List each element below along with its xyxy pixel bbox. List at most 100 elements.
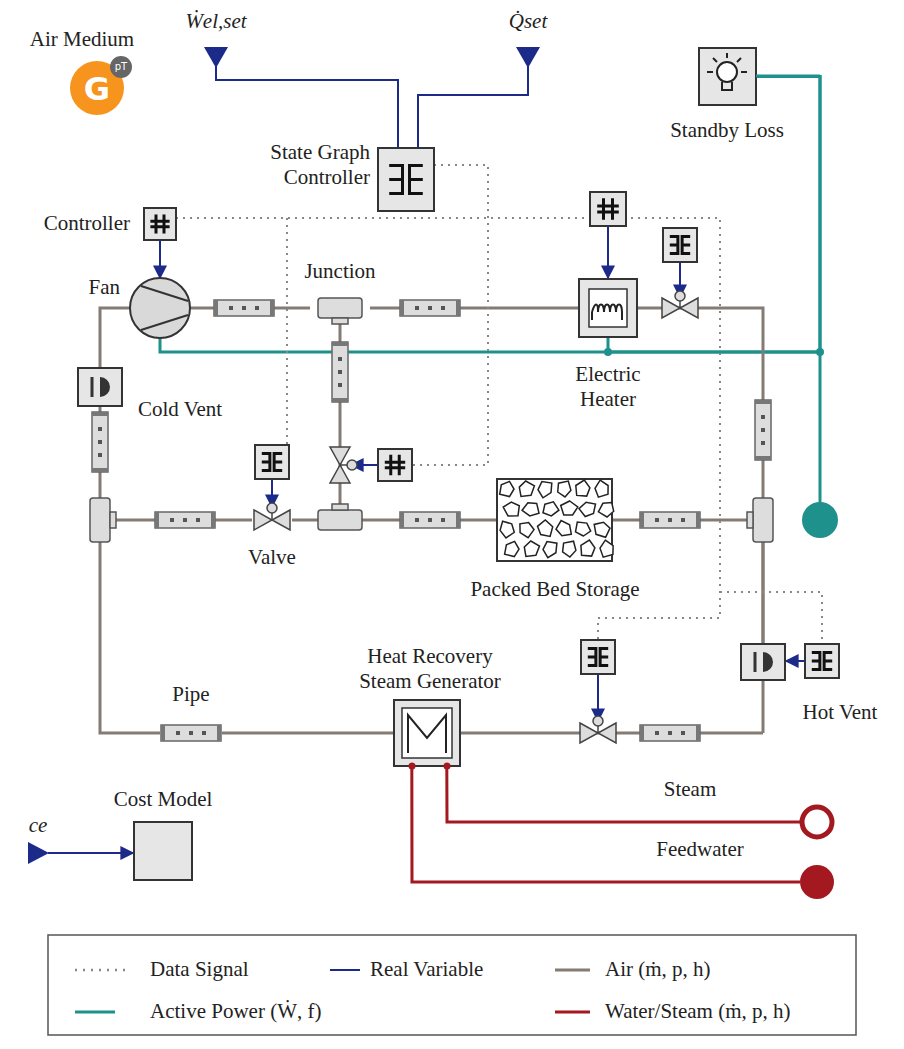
controller-block (378, 148, 434, 211)
signal-label: pT (115, 62, 127, 72)
component-label: Pipe (172, 682, 209, 707)
pebble-fill (563, 541, 576, 557)
flow-connector (447, 766, 800, 822)
pipe-segment (155, 512, 215, 528)
legend-text: Water/Steam (ṁ, p, h) (605, 999, 791, 1024)
pipe-segment (98, 453, 102, 457)
component-label: Valve (248, 545, 296, 570)
tee-junction (110, 512, 116, 528)
pipe-segment (681, 518, 685, 522)
pipe-segment (696, 725, 700, 741)
flow-connector (159, 240, 161, 278)
input-triangle (204, 47, 228, 68)
pipe-segment (696, 512, 700, 528)
pebble-fill (500, 480, 614, 558)
tee-junction (747, 498, 773, 542)
pipe-segment (92, 412, 108, 472)
legend-sample (555, 969, 590, 972)
valve-symbol (330, 447, 357, 483)
heater-symbol (579, 279, 637, 337)
component-node: Standby Loss (699, 48, 756, 105)
component-label: Steam (664, 777, 717, 802)
pipe-segment (441, 518, 445, 522)
pipe-segment (214, 300, 274, 316)
air-line (100, 308, 763, 733)
pipe-segment (92, 412, 108, 416)
legend-sample (75, 969, 125, 972)
pipe-segment (92, 412, 108, 472)
pipe-segment (755, 400, 771, 460)
pipe-segment (214, 300, 274, 316)
signal-label: ce (29, 813, 48, 838)
pebble-fill (505, 541, 519, 556)
pipe-segment (668, 518, 672, 522)
controller-block (150, 214, 169, 233)
pipe-segment (761, 428, 765, 432)
pebble-fill (519, 481, 534, 497)
legend-text: Real Variable (370, 957, 483, 982)
medium-badge (110, 56, 132, 78)
pipe-segment (161, 725, 165, 741)
vent-symbol (763, 652, 773, 672)
pipe-segment (640, 725, 700, 741)
data-line (720, 592, 822, 644)
feedwater-port (800, 865, 834, 899)
pipe-segment (92, 468, 108, 472)
valve-symbol (662, 291, 698, 318)
pipe-segment (655, 731, 659, 735)
controller-block (144, 208, 176, 240)
data-line (286, 218, 288, 445)
pipe-segment (456, 512, 460, 528)
bulb-symbol (707, 53, 747, 90)
pipe-segment (640, 512, 700, 528)
pipe-segment (400, 300, 460, 316)
component-label: Packed Bed Storage (470, 577, 639, 602)
pebble-fill (538, 482, 552, 498)
controller-block (389, 166, 423, 194)
controller-block (581, 640, 615, 674)
valve-symbol (254, 503, 290, 530)
bulb-symbol (717, 62, 737, 82)
signal-label: G (84, 73, 110, 105)
controller-block (663, 228, 697, 262)
tee-junction (318, 298, 362, 324)
hrsg-symbol (402, 708, 452, 758)
pebble-fill (524, 541, 539, 556)
pipe-segment (400, 300, 404, 316)
pebble-fill (522, 503, 539, 516)
pipe-segment (211, 512, 215, 528)
input-triangle (28, 842, 49, 864)
component-label: Cold Vent (138, 397, 222, 422)
pipe-segment (176, 731, 180, 735)
valve-symbol (347, 460, 357, 470)
legend-sample (75, 1011, 115, 1014)
controller-block (812, 653, 832, 670)
component-label: Standby Loss (670, 118, 784, 143)
fan-symbol (130, 278, 190, 338)
component-label: Controller (44, 211, 130, 236)
controller-block (670, 237, 690, 254)
pipe-segment (161, 725, 221, 741)
pebble-fill (576, 522, 591, 536)
pipe-segment (338, 357, 342, 361)
pebble-fill (595, 480, 608, 497)
valve-symbol (593, 716, 603, 726)
tee-junction (90, 498, 116, 542)
controller-block (588, 649, 608, 666)
signal-label: Ẇel,set (185, 9, 246, 34)
pipe-segment (270, 300, 274, 316)
pipe-segment (428, 518, 432, 522)
component-label: State Graph Controller (240, 140, 370, 190)
controller-block (255, 445, 289, 479)
flow-connector (100, 308, 130, 368)
pipe-segment (155, 512, 215, 528)
pebble-fill (556, 521, 571, 536)
storage-symbol (497, 479, 612, 561)
component-node: Steam (800, 805, 834, 839)
pebble-fill (594, 522, 610, 537)
loss-symbol (699, 48, 756, 105)
tee-junction (318, 510, 362, 530)
pipe-segment (640, 725, 700, 741)
pipe-segment (755, 400, 771, 404)
pipe-segment (441, 306, 445, 310)
